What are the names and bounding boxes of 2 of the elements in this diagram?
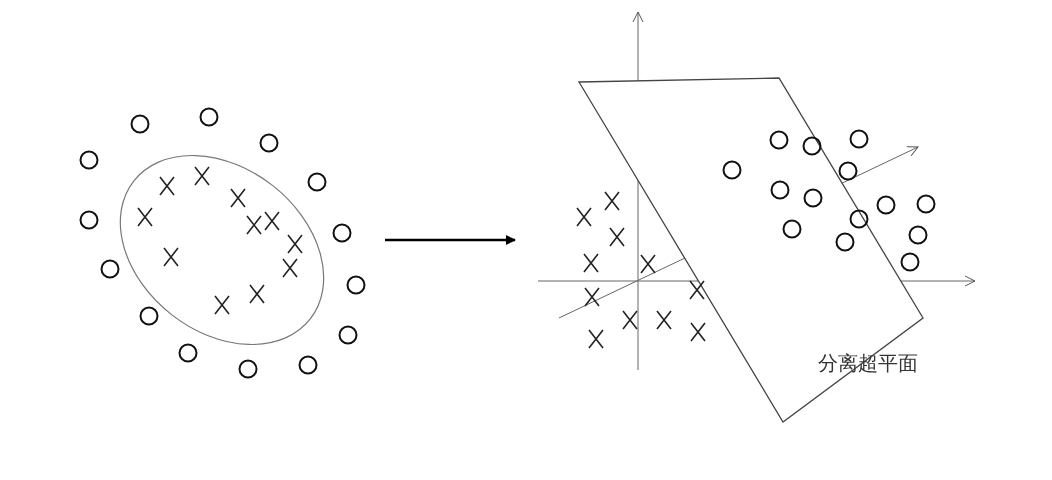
plane-label: 分离超平面	[818, 351, 918, 376]
arrow	[385, 235, 516, 245]
